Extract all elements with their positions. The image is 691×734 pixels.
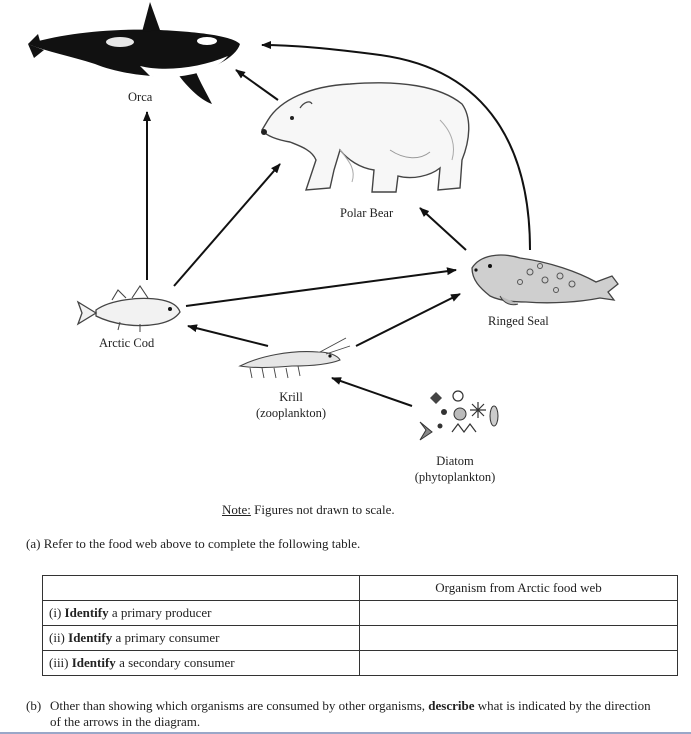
- ringed-seal-label: Ringed Seal: [488, 313, 549, 329]
- row-rest: a primary consumer: [112, 630, 219, 645]
- row-verb: Identify: [65, 605, 109, 620]
- question-b-bold: describe: [428, 698, 474, 713]
- table-header-blank: [43, 576, 360, 601]
- answer-table: Organism from Arctic food web (i) Identi…: [42, 575, 678, 676]
- diatom-illustration: [420, 391, 498, 440]
- question-b-text: Other than showing which organisms are c…: [50, 698, 660, 730]
- arrow-cod-to-seal: [186, 270, 456, 306]
- table-row: (iii) Identify a secondary consumer: [43, 651, 678, 676]
- row-prompt: (iii) Identify a secondary consumer: [43, 651, 360, 676]
- answer-cell-secondary-consumer[interactable]: [360, 651, 678, 676]
- question-b-number: (b): [26, 698, 50, 714]
- krill-label: Krill (zooplankton): [246, 389, 336, 421]
- row-verb: Identify: [72, 655, 116, 670]
- arrow-krill-to-seal: [356, 294, 460, 346]
- row-prompt: (i) Identify a primary producer: [43, 601, 360, 626]
- arrow-bear-to-orca: [236, 70, 278, 100]
- table-header-row: Organism from Arctic food web: [43, 576, 678, 601]
- row-rest: a secondary consumer: [116, 655, 235, 670]
- table-row: (ii) Identify a primary consumer: [43, 626, 678, 651]
- ringed-seal-illustration: [472, 255, 618, 305]
- row-rest: a primary producer: [109, 605, 212, 620]
- orca-label: Orca: [128, 89, 152, 105]
- row-number: (iii): [49, 655, 69, 670]
- question-a: (a) Refer to the food web above to compl…: [26, 536, 360, 552]
- row-number: (i): [49, 605, 61, 620]
- diatom-subtitle: (phytoplankton): [405, 469, 505, 485]
- arrow-diatom-to-krill: [332, 378, 412, 406]
- arrow-krill-to-cod: [188, 326, 268, 346]
- diatom-label: Diatom (phytoplankton): [405, 453, 505, 485]
- table-row: (i) Identify a primary producer: [43, 601, 678, 626]
- table-header-organism: Organism from Arctic food web: [360, 576, 678, 601]
- food-web-diagram: [0, 0, 691, 500]
- arctic-cod-label: Arctic Cod: [99, 335, 154, 351]
- polar-bear-label: Polar Bear: [340, 205, 393, 221]
- polar-bear-illustration: [261, 83, 469, 192]
- row-verb: Identify: [68, 630, 112, 645]
- row-number: (ii): [49, 630, 65, 645]
- arrow-seal-to-bear: [420, 208, 466, 250]
- question-a-text: Refer to the food web above to complete …: [44, 536, 361, 551]
- question-b: (b)Other than showing which organisms ar…: [26, 698, 666, 730]
- question-b-pre: Other than showing which organisms are c…: [50, 698, 428, 713]
- arctic-cod-illustration: [78, 286, 180, 332]
- diatom-name: Diatom: [405, 453, 505, 469]
- note-prefix: Note:: [222, 502, 251, 517]
- answer-cell-primary-consumer[interactable]: [360, 626, 678, 651]
- note-text: Figures not drawn to scale.: [251, 502, 395, 517]
- row-prompt: (ii) Identify a primary consumer: [43, 626, 360, 651]
- arrow-cod-to-bear: [174, 164, 280, 286]
- answer-cell-primary-producer[interactable]: [360, 601, 678, 626]
- krill-name: Krill: [246, 389, 336, 405]
- question-a-number: (a): [26, 536, 40, 551]
- scale-note: Note: Figures not drawn to scale.: [222, 502, 395, 518]
- krill-subtitle: (zooplankton): [246, 405, 336, 421]
